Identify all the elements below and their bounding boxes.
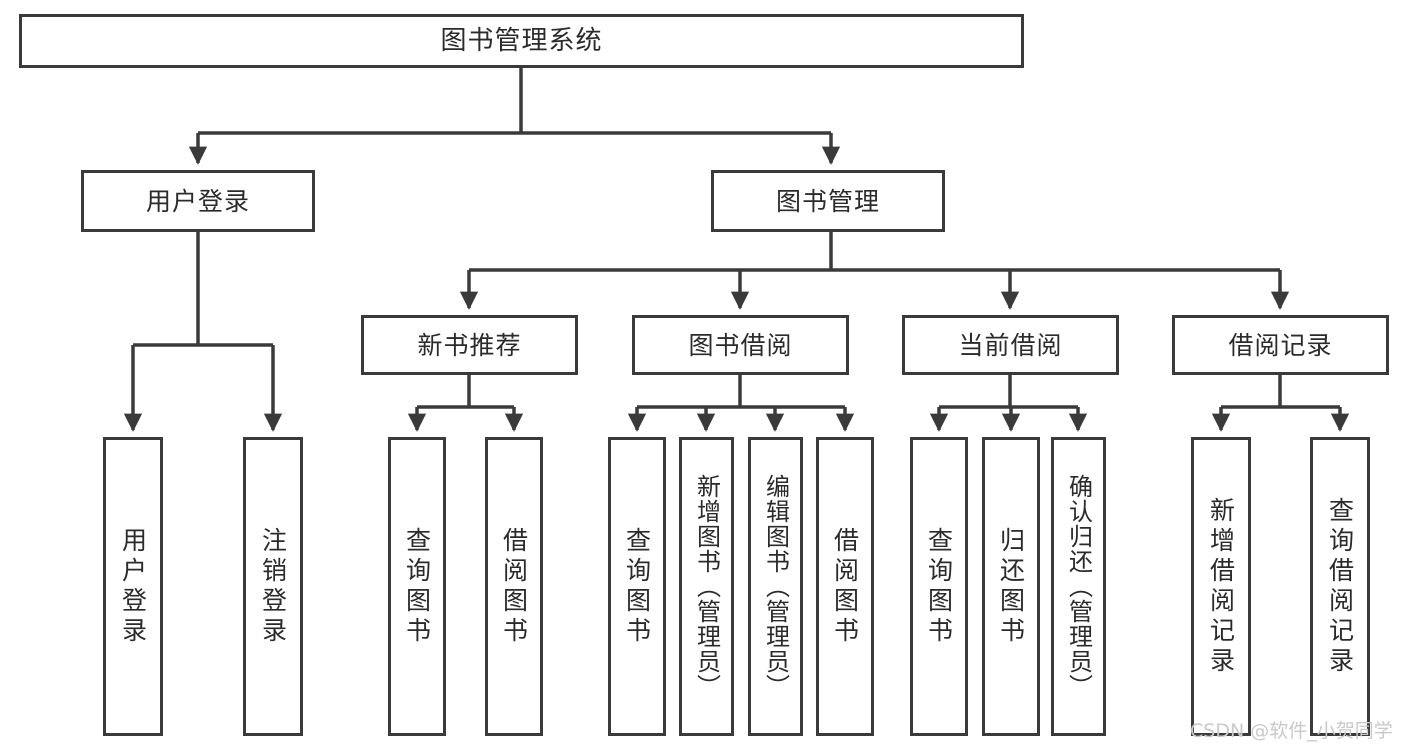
node-leaf-return-book-label: 归还图书 <box>996 526 1026 647</box>
node-leaf-logout[interactable]: 注销登录 <box>243 437 303 736</box>
node-leaf-user-login-label: 用户登录 <box>118 526 148 647</box>
node-leaf-user-login[interactable]: 用户登录 <box>103 437 163 736</box>
node-leaf-add-book-label: 新增图书（管理员） <box>692 474 721 699</box>
node-new-book-rec[interactable]: 新书推荐 <box>361 315 578 375</box>
node-leaf-add-record-label: 新增借阅记录 <box>1206 496 1236 677</box>
node-leaf-borrow-book-1-label: 借阅图书 <box>499 526 529 647</box>
node-leaf-edit-book-label: 编辑图书（管理员） <box>761 474 790 699</box>
node-leaf-confirm-return-label: 确认归还（管理员） <box>1064 474 1093 699</box>
node-leaf-query-record-label: 查询借阅记录 <box>1325 496 1355 677</box>
node-borrow-record-label: 借阅记录 <box>1228 330 1333 360</box>
node-leaf-query-book-2[interactable]: 查询图书 <box>608 437 666 736</box>
node-leaf-query-book-3-label: 查询图书 <box>924 526 954 647</box>
node-leaf-return-book[interactable]: 归还图书 <box>982 437 1040 736</box>
node-leaf-borrow-book-2-label: 借阅图书 <box>830 526 860 647</box>
node-book-manage[interactable]: 图书管理 <box>711 170 945 232</box>
node-book-borrow[interactable]: 图书借阅 <box>632 315 849 375</box>
node-root-label: 图书管理系统 <box>440 25 603 56</box>
node-user-login[interactable]: 用户登录 <box>81 170 315 232</box>
node-root[interactable]: 图书管理系统 <box>19 14 1024 68</box>
node-book-borrow-label: 图书借阅 <box>688 330 793 360</box>
node-leaf-logout-label: 注销登录 <box>258 526 288 647</box>
node-leaf-confirm-return[interactable]: 确认归还（管理员） <box>1051 437 1106 736</box>
node-leaf-query-book-3[interactable]: 查询图书 <box>910 437 968 736</box>
node-leaf-query-record[interactable]: 查询借阅记录 <box>1310 437 1370 736</box>
node-user-login-label: 用户登录 <box>145 186 250 216</box>
node-leaf-query-book-1-label: 查询图书 <box>402 526 432 647</box>
node-leaf-borrow-book-2[interactable]: 借阅图书 <box>816 437 874 736</box>
csdn-watermark: CSDN @软件_小贺同学 <box>1190 720 1393 742</box>
node-leaf-query-book-1[interactable]: 查询图书 <box>388 437 446 736</box>
node-leaf-edit-book[interactable]: 编辑图书（管理员） <box>748 437 803 736</box>
node-current-borrow-label: 当前借阅 <box>958 330 1063 360</box>
node-leaf-add-book[interactable]: 新增图书（管理员） <box>679 437 734 736</box>
node-leaf-borrow-book-1[interactable]: 借阅图书 <box>485 437 543 736</box>
node-book-manage-label: 图书管理 <box>775 186 880 216</box>
node-leaf-query-book-2-label: 查询图书 <box>622 526 652 647</box>
node-borrow-record[interactable]: 借阅记录 <box>1172 315 1389 375</box>
node-new-book-rec-label: 新书推荐 <box>417 330 522 360</box>
node-leaf-add-record[interactable]: 新增借阅记录 <box>1191 437 1251 736</box>
node-current-borrow[interactable]: 当前借阅 <box>902 315 1119 375</box>
